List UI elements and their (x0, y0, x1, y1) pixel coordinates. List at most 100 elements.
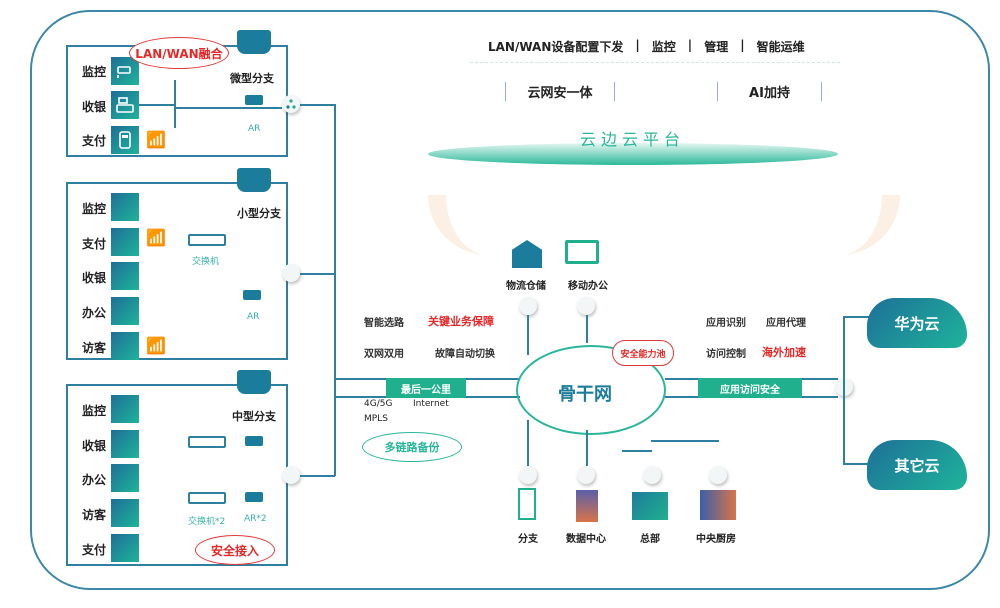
router-icon (243, 290, 261, 300)
link (843, 316, 873, 318)
link (527, 420, 529, 466)
router-icon (245, 436, 263, 446)
site-label: 总部 (640, 534, 660, 545)
router-icon (245, 95, 263, 105)
feature-critical-service: 关键业务保障 (428, 315, 494, 328)
device-label: 监控 (82, 65, 107, 79)
switch-icon (188, 436, 226, 448)
device-label: 办公 (82, 306, 107, 320)
link (300, 273, 335, 275)
network-node (643, 466, 661, 484)
link (527, 315, 529, 355)
site-label: 中央厨房 (696, 534, 736, 545)
device-label: 监控 (82, 404, 107, 418)
pos-terminal-icon (111, 228, 139, 256)
separator: | (740, 38, 745, 52)
monitor-icon (111, 464, 139, 492)
camera-icon (111, 395, 139, 423)
link-internet: Internet (413, 399, 449, 409)
router-icon (245, 492, 263, 502)
monitor-icon (111, 297, 139, 325)
cloud-huawei: 华为云 (867, 298, 967, 348)
function-aiops: 智能运维 (756, 40, 805, 54)
wifi-icon: 📶 (146, 130, 166, 149)
dashed-divider (470, 62, 840, 63)
link (300, 104, 335, 106)
pillar-cloud-net-sec: 云网安一体 (505, 82, 615, 101)
feature-dual-network: 双网双用 (364, 349, 404, 360)
platform-disc (428, 143, 838, 165)
network-node (282, 95, 300, 113)
phone-icon (111, 499, 139, 527)
callout-lan-wan: LAN/WAN融合 (129, 37, 229, 69)
device-label: 收银 (82, 100, 107, 114)
site-label: 物流仓储 (506, 281, 546, 292)
site-label: 分支 (518, 534, 538, 545)
branch-building-icon (518, 488, 536, 520)
camera-icon (111, 57, 139, 85)
store-icon (237, 370, 271, 394)
callout-multi-link: 多链路备份 (362, 432, 462, 462)
device-label: 收银 (82, 271, 107, 285)
security-pool-cloud: 安全能力池 (612, 340, 674, 366)
mobile-office-icon (565, 240, 599, 264)
function-monitor: 监控 (651, 40, 676, 54)
device-label: 支付 (82, 237, 107, 251)
site-label: 数据中心 (566, 534, 606, 545)
separator: | (635, 38, 640, 52)
switch-icon (188, 234, 226, 246)
outer-frame (30, 10, 990, 590)
headquarters-icon (632, 492, 668, 520)
tag-last-mile: 最后一公里 (386, 378, 466, 398)
cash-register-icon (111, 430, 139, 458)
branch-title: 小型分支 (237, 207, 281, 220)
device-label: 访客 (82, 508, 107, 522)
network-node (519, 297, 537, 315)
device-label: 收银 (82, 439, 107, 453)
link (651, 440, 719, 442)
wifi-icon: 📶 (146, 228, 166, 247)
link (334, 104, 336, 476)
feature-app-identify: 应用识别 (706, 318, 746, 329)
link (300, 475, 335, 477)
branch-title: 微型分支 (230, 72, 274, 85)
tag-app-access: 应用访问安全 (698, 378, 802, 398)
branch-title: 中型分支 (232, 410, 276, 423)
separator: | (687, 38, 693, 52)
network-node (282, 466, 300, 484)
data-center-icon (576, 490, 598, 522)
feature-smart-route: 智能选路 (364, 318, 404, 329)
switch-icon (188, 492, 226, 504)
cloud-other: 其它云 (867, 440, 967, 490)
wifi-icon: 📶 (146, 336, 166, 355)
device-label: 支付 (82, 134, 107, 148)
store-icon (237, 168, 271, 192)
network-node (577, 297, 595, 315)
router-label: AR*2 (244, 514, 267, 524)
link (843, 316, 845, 464)
link (174, 107, 282, 109)
cash-register-icon (111, 91, 139, 119)
backbone-title: 骨干网 (558, 384, 612, 405)
platform-title: 云边云平台 (580, 130, 686, 149)
site-label: 移动办公 (568, 281, 608, 292)
link (586, 315, 588, 343)
store-icon (237, 30, 271, 54)
network-node (577, 466, 595, 484)
pillar-ai: AI加持 (717, 82, 822, 101)
router-label: AR (247, 312, 260, 322)
device-label: 访客 (82, 341, 107, 355)
camera-icon (111, 193, 139, 221)
link (586, 430, 588, 466)
platform-functions: LAN/WAN设备配置下发 | 监控 | 管理 | 智能运维 (488, 38, 805, 55)
function-manage: 管理 (704, 40, 729, 54)
cash-register-icon (111, 262, 139, 290)
pos-terminal-icon (111, 534, 139, 562)
network-node (709, 466, 727, 484)
switch-label: 交换机*2 (188, 517, 226, 527)
router-label: AR (248, 124, 261, 134)
device-label: 监控 (82, 202, 107, 216)
switch-label: 交换机 (192, 257, 220, 267)
pos-terminal-icon (111, 126, 139, 154)
central-kitchen-icon (700, 490, 736, 520)
